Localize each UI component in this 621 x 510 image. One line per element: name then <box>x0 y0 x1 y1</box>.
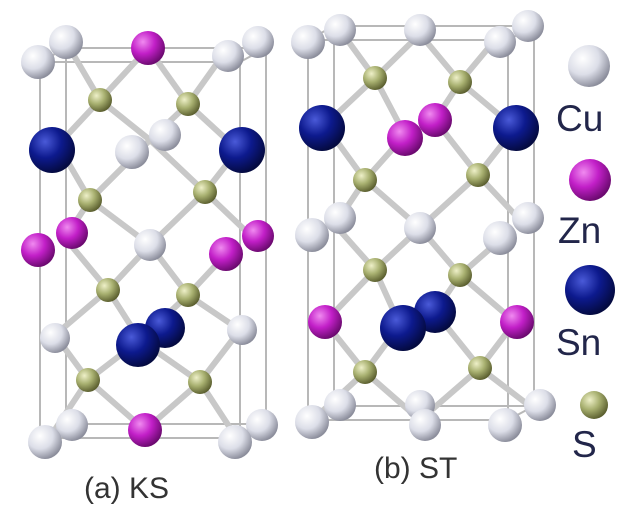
panel-a-atom-sn <box>29 127 75 173</box>
panel-b-atom-cu <box>404 14 436 46</box>
panel-a-atom-sn <box>116 323 160 367</box>
panel-a-atom-s <box>76 368 100 392</box>
panel-a-atom-zn <box>128 413 162 447</box>
panel-b-atom-cu <box>291 25 325 59</box>
panel-b-atom-s <box>363 258 387 282</box>
panel-a-atom-cu <box>218 425 252 459</box>
panel-a-atom-cu <box>56 409 88 441</box>
panel-b-atom-sn <box>493 105 539 151</box>
panel-a-atom-s <box>78 188 102 212</box>
panel-a-atom-cu <box>21 45 55 79</box>
panel-b-atom-cu <box>483 221 517 255</box>
panel-b-atom-s <box>353 360 377 384</box>
panel-a-atom-sn <box>219 127 265 173</box>
panel-b-atom-cu <box>512 10 544 42</box>
panel-a-atom-cu <box>49 25 83 59</box>
panel-a-atom-s <box>96 278 120 302</box>
panel-b-atom-cu <box>512 202 544 234</box>
panel-b-atom-sn <box>380 305 426 351</box>
legend-label-zn: Zn <box>558 210 602 251</box>
panel-b-atom-cu <box>488 408 522 442</box>
panel-b-atom-s <box>363 66 387 90</box>
panel-a-atom-zn <box>242 220 274 252</box>
panel-a-atom-s <box>193 180 217 204</box>
panel-b-atom-zn <box>418 103 452 137</box>
panel-b-atom-zn <box>308 305 342 339</box>
panel-b-structure <box>291 10 556 442</box>
panel-a-atom-cu <box>212 40 244 72</box>
panel-a-atom-cu <box>28 425 62 459</box>
legend-label-s: S <box>572 424 597 465</box>
panel-b-atom-cu <box>524 389 556 421</box>
panel-b-atom-s <box>353 168 377 192</box>
legend <box>565 45 615 419</box>
panel-a-atom-cu <box>227 315 257 345</box>
panel-b-atom-cu <box>409 409 441 441</box>
panel-a-atom-zn <box>209 237 243 271</box>
panel-b-atom-cu <box>295 405 329 439</box>
panel-a-atom-zn <box>131 31 165 65</box>
panel-a-atom-cu <box>246 409 278 441</box>
panel-b-atom-zn <box>500 305 534 339</box>
legend-swatch-zn <box>569 159 611 201</box>
panel-a-structure <box>21 25 278 459</box>
panel-a-atom-cu <box>242 26 274 58</box>
panel-a-atom-zn <box>21 233 55 267</box>
panel-a-atom-cu <box>40 323 70 353</box>
panel-b-atom-s <box>448 70 472 94</box>
panel-a-atom-zn <box>56 217 88 249</box>
legend-label-sn: Sn <box>556 322 602 363</box>
panel-a-atom-s <box>88 88 112 112</box>
legend-swatch-sn <box>565 265 615 315</box>
panel-a-caption: (a) KS <box>84 472 170 505</box>
panel-a-atom-cu <box>134 229 166 261</box>
legend-label-cu: Cu <box>556 98 604 139</box>
panel-a-atom-s <box>176 92 200 116</box>
panel-b-atom-cu <box>484 26 516 58</box>
panel-a-atom-cu <box>115 135 149 169</box>
legend-swatch-cu <box>568 45 610 87</box>
panel-a-atom-s <box>176 283 200 307</box>
panel-b-atom-cu <box>324 389 356 421</box>
panel-b-caption: (b) ST <box>374 452 458 485</box>
panel-b-atom-s <box>466 163 490 187</box>
panel-b-atom-s <box>468 356 492 380</box>
panel-b-atom-s <box>448 263 472 287</box>
panel-b-atom-cu <box>324 14 356 46</box>
panel-b-atom-cu <box>404 212 436 244</box>
panel-b-atom-cu <box>295 218 329 252</box>
panel-b-atom-zn <box>387 120 423 156</box>
panel-a-atom-s <box>188 370 212 394</box>
legend-swatch-s <box>580 391 608 419</box>
panel-b-atom-sn <box>299 105 345 151</box>
panel-b-atom-cu <box>324 202 356 234</box>
panel-a-atom-cu <box>149 119 181 151</box>
